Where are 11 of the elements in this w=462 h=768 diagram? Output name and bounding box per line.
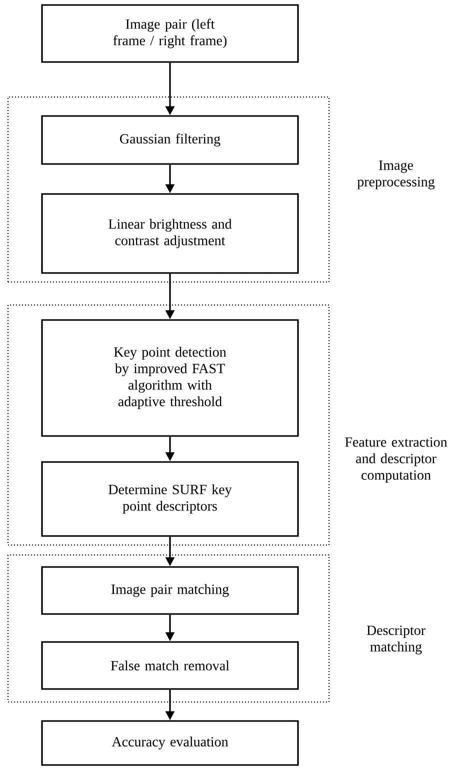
process-box: Image pair matching bbox=[41, 566, 299, 615]
process-box: Determine SURF key point descriptors bbox=[41, 461, 299, 537]
group-heading: Descriptor matching bbox=[366, 626, 426, 654]
process-box: Key point detection by improved FAST algorithm with adaptive threshold bbox=[41, 319, 299, 437]
group-heading: Feature extraction and descriptor computation bbox=[345, 437, 448, 483]
process-box: Image pair (left frame / right frame) bbox=[41, 4, 299, 63]
process-box: Gaussian filtering bbox=[41, 115, 299, 165]
process-box: Linear brightness and contrast adjustment bbox=[41, 193, 299, 274]
process-box: False match removal bbox=[41, 641, 299, 690]
process-box: Accuracy evaluation bbox=[41, 720, 299, 766]
group-heading: Image preprocessing bbox=[357, 160, 435, 190]
